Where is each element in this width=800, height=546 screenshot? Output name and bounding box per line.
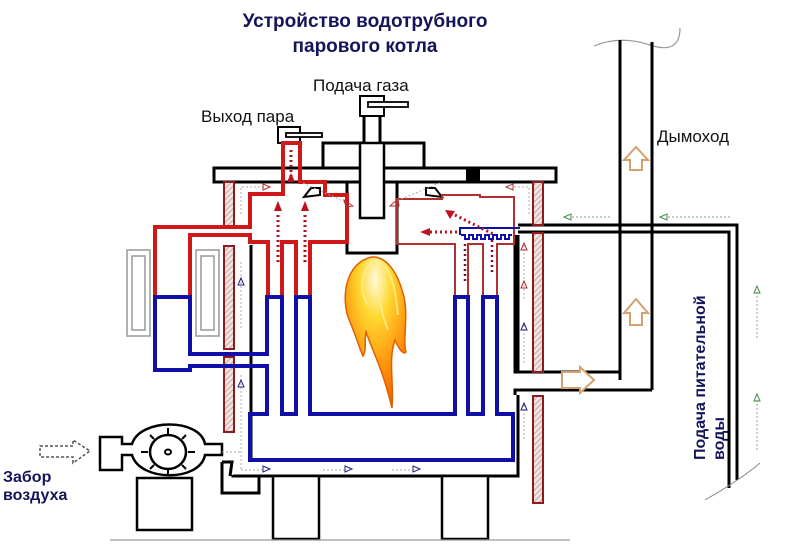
steam-outlet xyxy=(277,126,323,144)
chimney-label: Дымоход xyxy=(657,127,729,146)
feed-water-label-line1: Подача питательной xyxy=(692,295,709,460)
insulation-right-upper xyxy=(532,181,544,226)
feed-water-label-line2: воды xyxy=(711,417,728,460)
air-intake-label-line1: Забор xyxy=(3,469,52,486)
insulation-right-mid xyxy=(532,232,544,373)
gas-burner xyxy=(301,95,445,255)
diagram-title-line2: парового котла xyxy=(293,36,438,57)
blower-base xyxy=(135,476,194,532)
chimney-up-arrow-icon xyxy=(621,145,651,171)
diagram-title-line1: Устройство водотрубного xyxy=(243,11,488,32)
flue-up-arrow-icon xyxy=(621,297,651,326)
chimney xyxy=(593,27,681,390)
flue-duct xyxy=(513,235,652,396)
boiler-supports xyxy=(110,460,570,541)
feed-water-pipe xyxy=(518,213,761,501)
radiator-inner-left xyxy=(131,255,146,331)
feed-water-label: Подача питательной воды xyxy=(692,295,728,460)
water-tubes xyxy=(153,295,515,462)
air-intake-label-line2: воздуха xyxy=(3,487,67,504)
flue-right-arrow-icon xyxy=(561,364,596,396)
air-intake-arrow-icon xyxy=(39,438,92,465)
air-blower xyxy=(39,423,240,532)
burner-flame xyxy=(344,256,407,409)
radiator-inner-right xyxy=(200,255,215,331)
gas-valve-handle xyxy=(367,101,409,108)
insulation-left-lower xyxy=(223,356,235,433)
flue-gas-flow-arrows xyxy=(237,182,530,473)
economizer-coil xyxy=(461,234,512,240)
steam-valve-handle xyxy=(285,132,323,138)
gas-supply-label: Подача газа xyxy=(313,76,409,95)
steam-drum-right xyxy=(396,194,520,298)
insulation-right-lower xyxy=(532,395,544,504)
steam-outlet-label: Выход пара xyxy=(201,107,295,126)
support-right xyxy=(440,474,490,541)
insulation-left-upper xyxy=(223,181,235,228)
support-left xyxy=(271,474,321,541)
insulation-left-mid xyxy=(223,245,235,350)
